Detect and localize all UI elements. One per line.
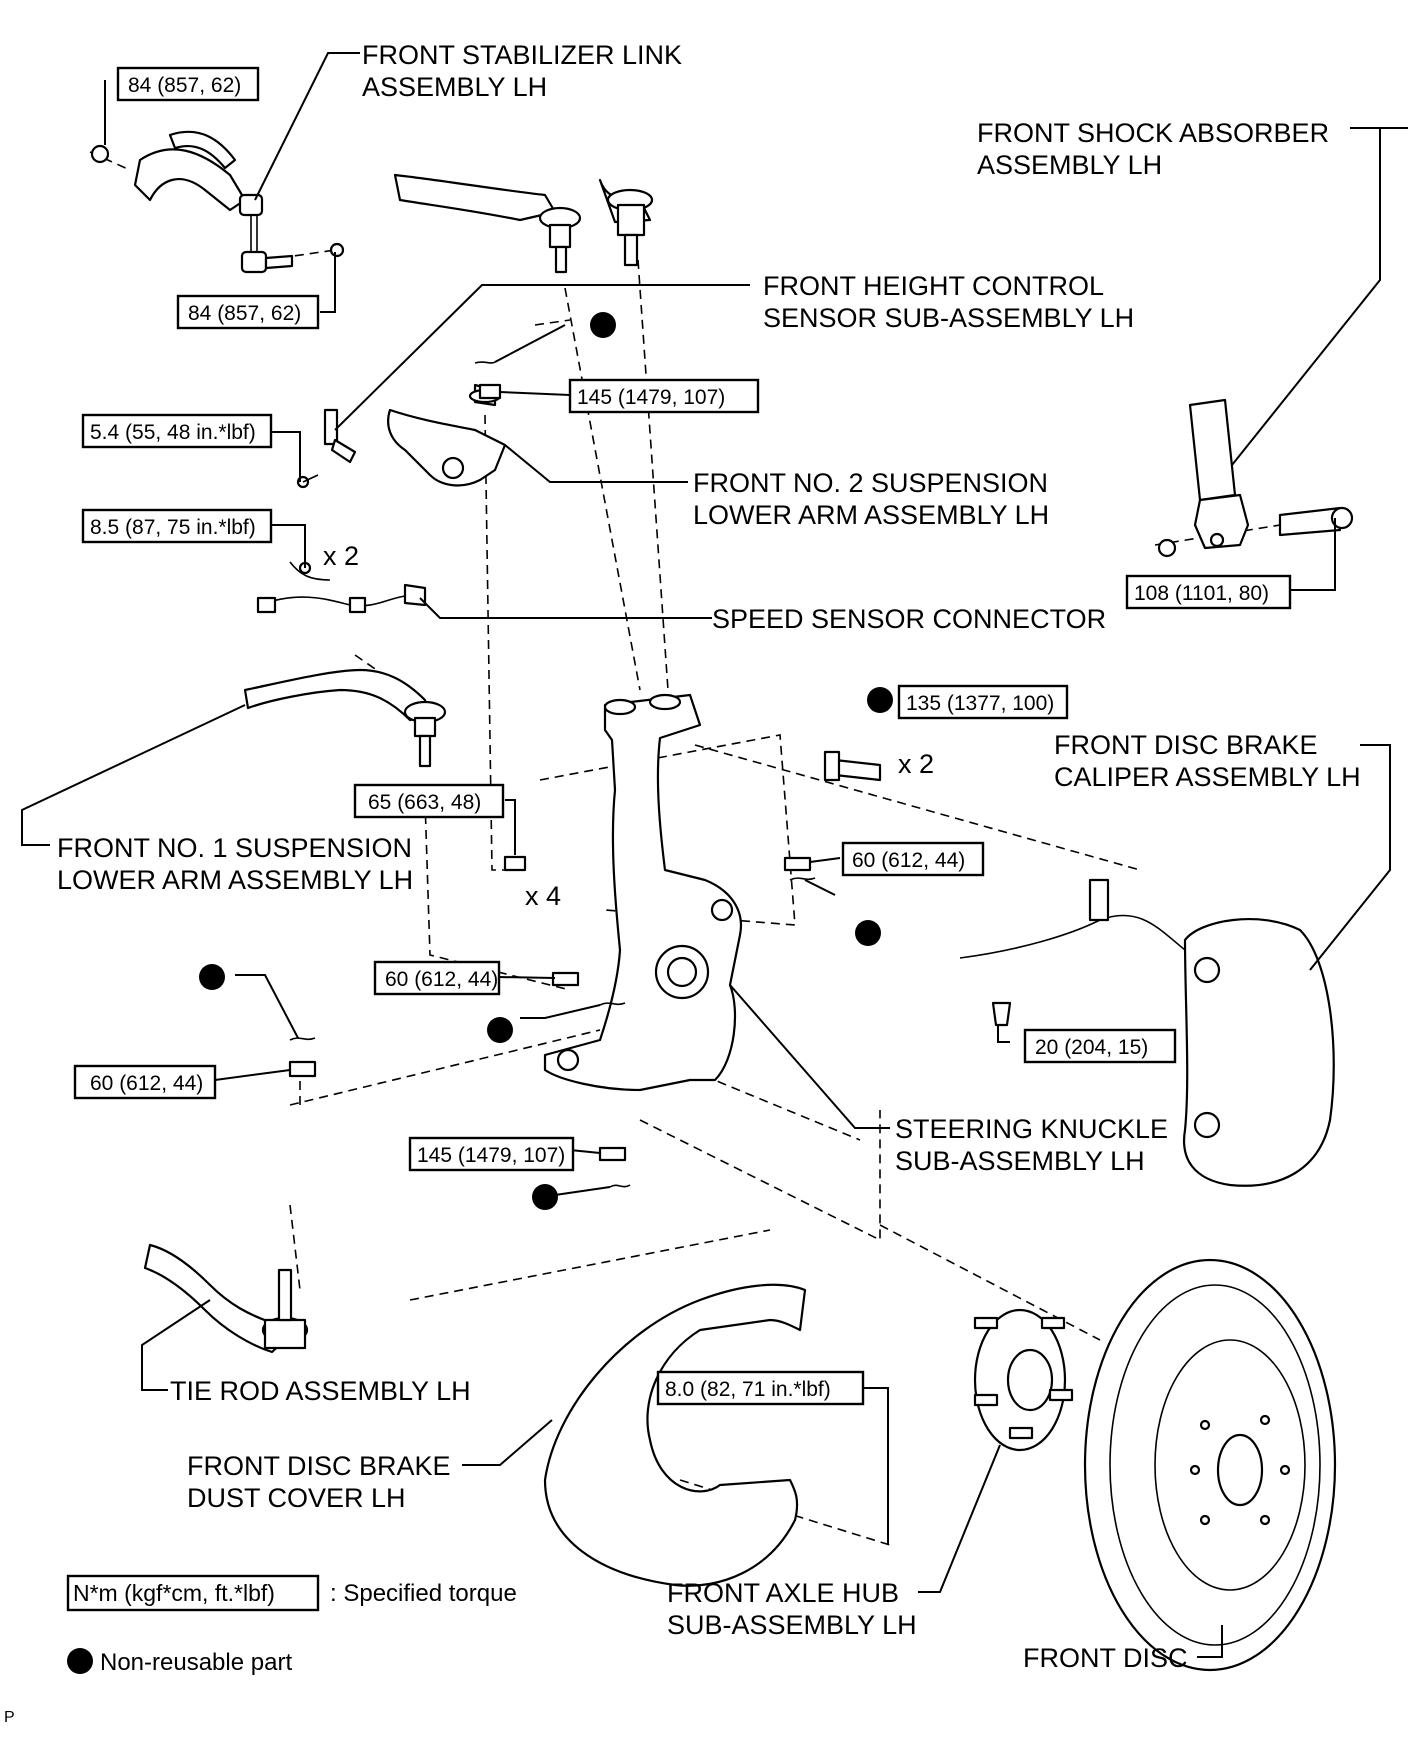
upper-arm-ball-joints-drawing [393, 173, 654, 274]
quantity-multipliers: x 2 x 2 x 4 [323, 541, 934, 911]
multiplier-label: x 2 [323, 541, 359, 571]
torque-value: 5.4 (55, 48 in.*lbf) [90, 421, 256, 444]
label-caliper: FRONT DISC BRAKE CALIPER ASSEMBLY LH [1054, 730, 1361, 792]
label-steering-knuckle: STEERING KNUCKLE SUB-ASSEMBLY LH [895, 1114, 1176, 1176]
part-labels: FRONT STABILIZER LINK ASSEMBLY LH FRONT … [57, 40, 1361, 1673]
torque-value: 108 (1101, 80) [1134, 582, 1269, 605]
label-lower-arm-no2: FRONT NO. 2 SUSPENSION LOWER ARM ASSEMBL… [693, 468, 1056, 530]
torque-box [897, 684, 1069, 720]
label-shock-absorber: FRONT SHOCK ABSORBER ASSEMBLY LH [977, 118, 1337, 180]
legend-torque-unit: N*m (kgf*cm, ft.*lbf) [73, 1580, 275, 1606]
label-height-control-sensor: FRONT HEIGHT CONTROL SENSOR SUB-ASSEMBLY… [763, 271, 1134, 333]
small-hardware-drawing [288, 361, 816, 1188]
torque-value: 60 (612, 44) [90, 1072, 203, 1095]
label-front-disc: FRONT DISC [1023, 1643, 1188, 1673]
corner-mark: P [4, 1709, 15, 1726]
tie-rod-drawing [143, 1243, 309, 1354]
torque-value: 84 (857, 62) [128, 74, 241, 97]
label-speed-sensor-connector: SPEED SENSOR CONNECTOR [712, 604, 1106, 634]
torque-value: 8.0 (82, 71 in.*lbf) [665, 1378, 831, 1401]
label-tie-rod: TIE ROD ASSEMBLY LH [170, 1376, 471, 1406]
lower-arm2-drawing [387, 383, 507, 487]
label-axle-hub: FRONT AXLE HUB SUB-ASSEMBLY LH [667, 1578, 917, 1640]
torque-box [81, 413, 273, 449]
torque-value: 60 (612, 44) [852, 849, 965, 872]
axle-hub-drawing [973, 1308, 1074, 1452]
legend-nonreusable-text: Non-reusable part [100, 1649, 292, 1676]
stabilizer-link-drawing [90, 130, 345, 274]
lower-arm1-drawing [243, 668, 447, 768]
torque-box [353, 783, 505, 819]
leader-lines [21, 52, 1408, 1658]
dust-cover-drawing [543, 1283, 807, 1587]
legend: N*m (kgf*cm, ft.*lbf) : Specified torque… [66, 1574, 517, 1676]
torque-box [373, 960, 501, 996]
non-reusable-markers [199, 312, 893, 1210]
torque-value: 8.5 (87, 75 in.*lbf) [90, 516, 256, 539]
legend-nonreusable-dot [67, 1648, 93, 1674]
label-lower-arm-no1: FRONT NO. 1 SUSPENSION LOWER ARM ASSEMBL… [57, 833, 420, 895]
torque-box [656, 1370, 865, 1406]
torque-value: 145 (1479, 107) [577, 386, 725, 409]
torque-value: 60 (612, 44) [385, 968, 498, 991]
torque-value: 84 (857, 62) [188, 302, 301, 325]
torque-value: 145 (1479, 107) [417, 1144, 565, 1167]
torque-box [73, 1064, 217, 1100]
torque-box [1125, 574, 1292, 610]
multiplier-label: x 4 [525, 881, 561, 911]
torque-value: 20 (204, 15) [1035, 1036, 1148, 1059]
torque-spec-boxes: 84 (857, 62) 84 (857, 62) 145 (1479, 107… [73, 66, 1292, 1406]
shock-absorber-drawing [1157, 398, 1354, 558]
torque-box [116, 66, 260, 102]
torque-value: 65 (663, 48) [368, 791, 481, 814]
torque-box [568, 378, 760, 414]
label-dust-cover: FRONT DISC BRAKE DUST COVER LH [187, 1451, 458, 1513]
torque-value: 135 (1377, 100) [906, 692, 1054, 715]
torque-box [841, 841, 985, 877]
label-stabilizer-link: FRONT STABILIZER LINK ASSEMBLY LH [362, 40, 690, 102]
speed-sensor-harness-drawing [256, 561, 427, 614]
front-disc-drawing [1083, 1258, 1337, 1672]
legend-torque-box [66, 1574, 320, 1612]
height-sensor-drawing [296, 408, 357, 489]
steering-knuckle-drawing [543, 693, 743, 1092]
torque-box [81, 508, 273, 544]
torque-box [408, 1136, 575, 1172]
multiplier-label: x 2 [898, 749, 934, 779]
torque-box [1023, 1028, 1177, 1064]
legend-torque-text: : Specified torque [330, 1580, 517, 1607]
torque-box [176, 294, 320, 330]
caliper-drawing [823, 750, 1335, 1187]
